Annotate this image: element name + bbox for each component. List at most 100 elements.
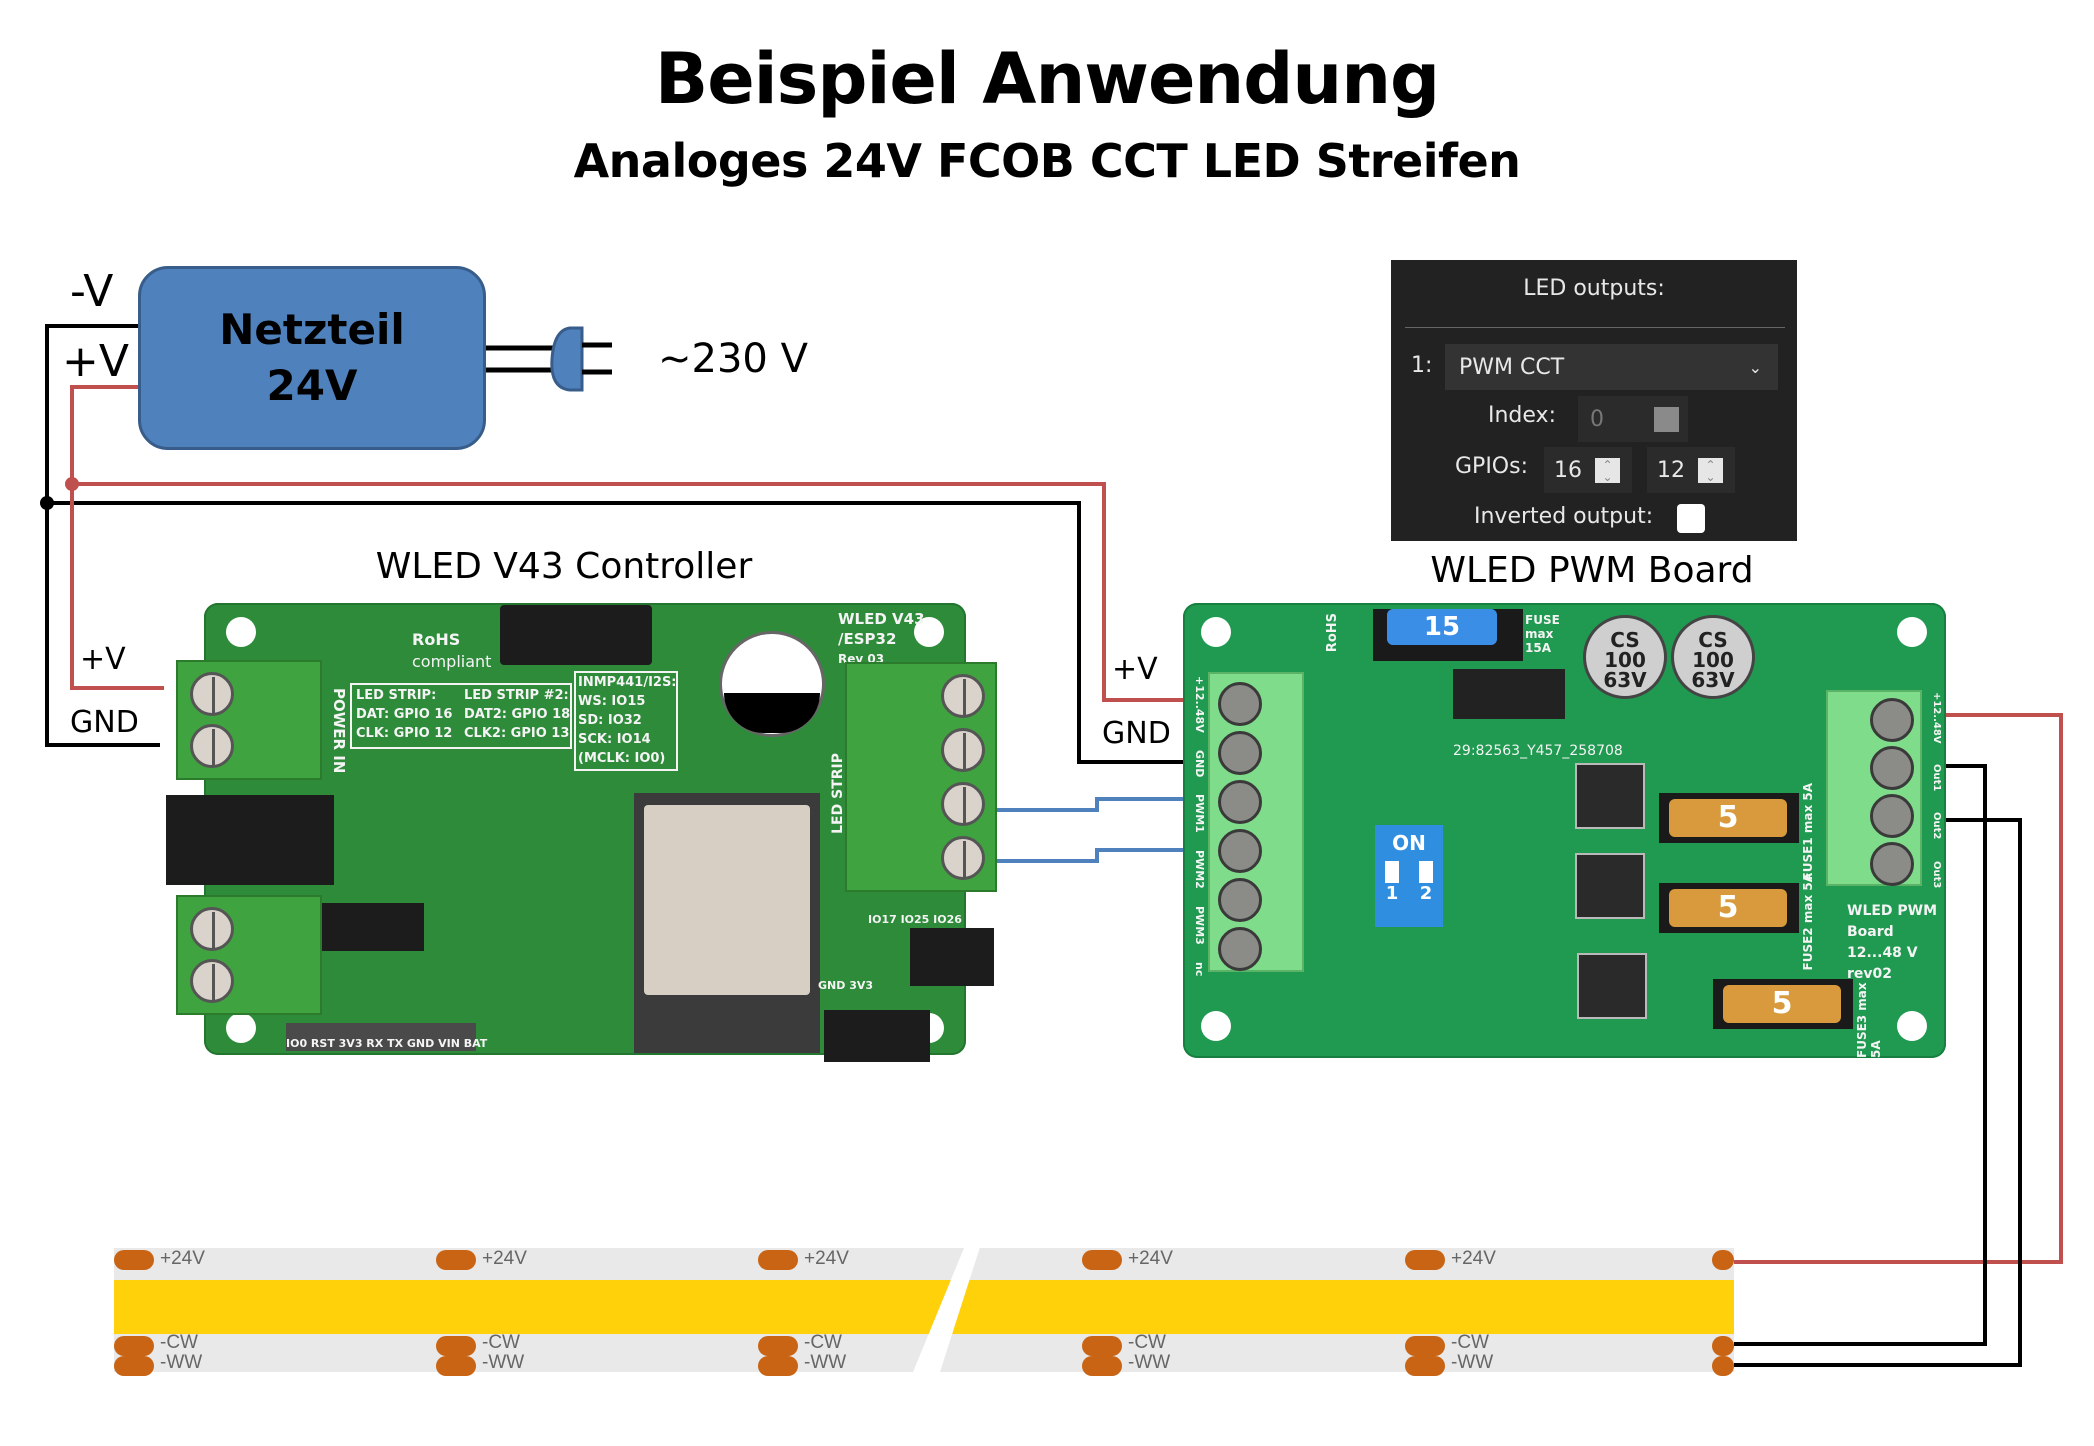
strip-ww-label: -WW [482, 1352, 525, 1373]
power-supply-box: Netzteil 24V [138, 266, 486, 450]
mosfet-3 [1577, 953, 1647, 1019]
pin-label: +12..48V [1931, 692, 1942, 744]
led-strip-segment-2 [940, 1248, 1734, 1372]
solder-pad-ww [114, 1356, 154, 1376]
led-strip-cob [114, 1280, 964, 1334]
mains-voltage-label: ~230 V [658, 336, 808, 382]
solder-pad-cw [1082, 1336, 1122, 1356]
gpio1-input[interactable]: 16 ⌃⌄ [1544, 447, 1632, 493]
strip-cw-label: -CW [482, 1332, 520, 1353]
i2s-silk: INMP441/I2S: WS: IO15 SD: IO32 SCK: IO14… [578, 675, 677, 766]
pin-label: nc [1193, 961, 1206, 976]
mounting-hole [1201, 617, 1231, 647]
pin-label: Out1 [1931, 764, 1942, 792]
pwm-board: RoHS 15 FUSE max 15A CS 100 63V CS 100 6… [1183, 603, 1946, 1058]
model-silk: WLED V43 /ESP32 Rev 03 [838, 610, 925, 666]
pwm-gnd-label: GND [1102, 716, 1171, 751]
io-pin-header [166, 795, 334, 885]
wire-out1 [1734, 764, 1987, 1346]
rohs-silk: RoHS compliant [412, 630, 492, 671]
mounting-hole [226, 617, 256, 647]
led-strip-silk: LED STRIP [830, 753, 846, 834]
psu-plus-label: +V [62, 336, 129, 387]
strip-ww-label: -WW [1451, 1352, 1494, 1373]
led-type-select[interactable]: PWM CCT ⌄ [1445, 344, 1778, 390]
solder-pad-ww [436, 1356, 476, 1376]
led-strip-terminal [845, 662, 997, 892]
screw-terminal [1218, 878, 1262, 922]
gpio1-value: 16 [1554, 457, 1582, 483]
psu-minus-label: -V [70, 266, 114, 317]
wire-out2 [1734, 818, 2022, 1367]
pin-label: +12..48V [1193, 676, 1206, 733]
pin-label: Out3 [1931, 860, 1942, 888]
gpio2-value: 12 [1657, 457, 1685, 483]
strip2-silk: LED STRIP #2: DAT2: GPIO 18 CLK2: GPIO 1… [464, 688, 571, 741]
wire-out-plus [1734, 713, 2063, 1264]
output-number: 1: [1411, 353, 1433, 378]
wire-signal-pwm1 [995, 797, 1196, 812]
led-outputs-panel: LED outputs: 1: PWM CCT ⌄ Index: 0 GPIOs… [1391, 260, 1797, 541]
screw-terminal [1870, 842, 1914, 886]
screw-terminal [941, 728, 985, 772]
controller-gnd-label: GND [70, 705, 139, 740]
fuse3: 5 [1723, 985, 1841, 1023]
strip-cw-label: -CW [804, 1332, 842, 1353]
screw-terminal [190, 672, 234, 716]
psu-title: Netzteil [219, 305, 405, 354]
strip-cw-label: -CW [160, 1332, 198, 1353]
index-color-swatch [1654, 407, 1679, 432]
psu-voltage: 24V [266, 361, 358, 410]
wire-plus-bus [72, 482, 1196, 702]
screw-terminal [190, 959, 234, 1003]
wire-psu-minus [45, 324, 160, 747]
spinner-icon[interactable]: ⌃⌄ [1698, 458, 1723, 483]
mounting-hole [914, 617, 944, 647]
aux-terminal [176, 895, 322, 1015]
index-input[interactable]: 0 [1578, 396, 1688, 442]
pin-label: GND [1193, 749, 1206, 778]
pwm-output-terminal [1826, 690, 1922, 886]
main-fuse-silk: FUSE max 15A [1525, 613, 1560, 655]
led-strip-silk-box [350, 683, 572, 749]
screw-terminal [941, 674, 985, 718]
panel-divider [1405, 327, 1785, 328]
pwm-output-pin-labels: +12..48V Out1 Out2 Out3 [1924, 692, 1942, 888]
mounting-hole [1201, 1011, 1231, 1041]
power-in-terminal [176, 660, 322, 780]
power-pin-header [824, 1010, 930, 1062]
spinner-icon[interactable]: ⌃⌄ [1595, 458, 1620, 483]
page-subtitle: Analoges 24V FCOB CCT LED Streifen [573, 134, 1521, 188]
pin-header [304, 903, 424, 951]
diode-array [1453, 669, 1565, 719]
h1-silk: IO0 RST 3V3 RX TX GND VIN BAT [286, 1037, 488, 1050]
capacitor-2: CS 100 63V [1671, 615, 1755, 699]
controller-board: RoHS compliant LED STRIP: DAT: GPIO 16 C… [204, 603, 966, 1055]
solder-pad-end [1712, 1336, 1734, 1356]
board-name-silk: WLED PWM Board 12...48 V rev02 [1847, 903, 1938, 982]
screw-terminal [1218, 682, 1262, 726]
solder-pad-plus [1405, 1250, 1445, 1270]
solder-pad-end [1712, 1356, 1734, 1376]
screw-terminal [1218, 829, 1262, 873]
screw-terminal [190, 907, 234, 951]
solder-pad-ww [1082, 1356, 1122, 1376]
strip-plus-label: +24V [804, 1248, 849, 1269]
junction-plus [65, 477, 79, 491]
wire-signal-pwm2 [995, 848, 1196, 863]
plug-icon [550, 326, 584, 392]
led-strip-segment-1 [114, 1248, 964, 1372]
pwm-input-pin-labels: +12..48V GND PWM1 PWM2 PWM3 nc [1184, 676, 1206, 976]
inverted-output-checkbox[interactable] [1677, 504, 1705, 533]
led-outputs-header: LED outputs: [1523, 276, 1665, 301]
main-fuse: 15 [1387, 609, 1497, 645]
solder-pad-cw [436, 1336, 476, 1356]
screw-terminal [941, 782, 985, 826]
solder-pad-cw [1405, 1336, 1445, 1356]
i2s-silk-box [574, 671, 678, 771]
led-strip-cob [940, 1280, 1734, 1334]
strip-ww-label: -WW [160, 1352, 203, 1373]
gpio2-input[interactable]: 12 ⌃⌄ [1647, 447, 1735, 493]
pwm-plus-label: +V [1112, 652, 1158, 687]
